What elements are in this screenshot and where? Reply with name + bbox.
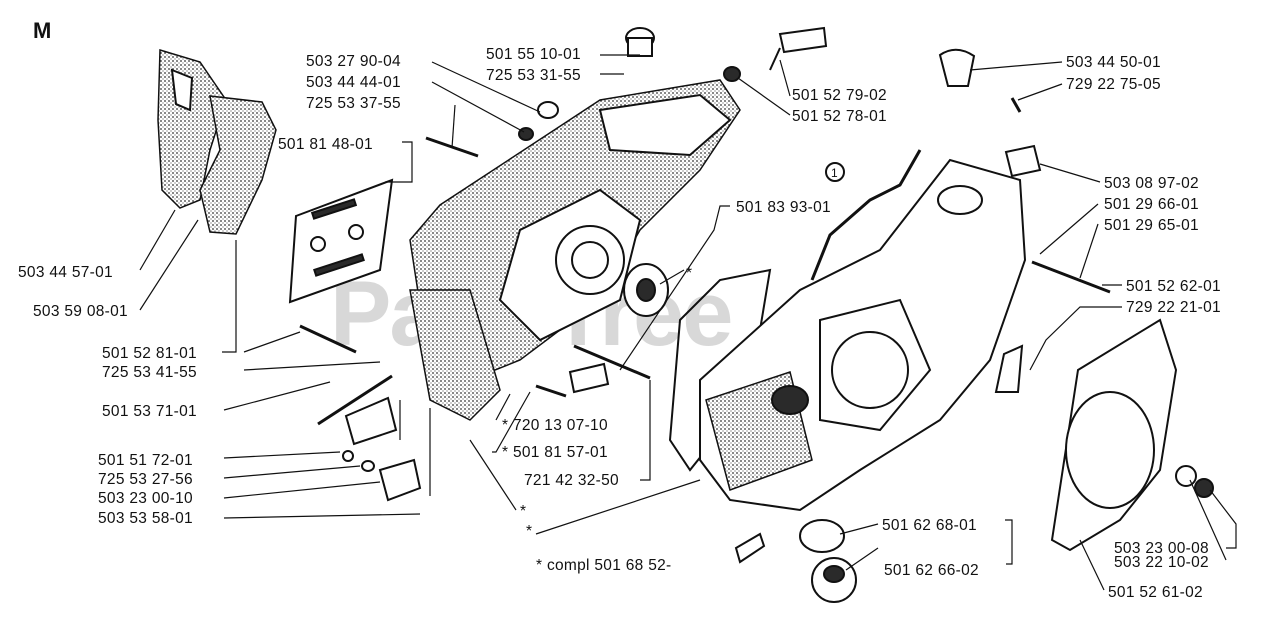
label-503-27-90-04: 503 27 90-04 [306, 53, 401, 70]
label-503-23-00-08: 503 23 00-08 [1114, 540, 1209, 557]
label-501-52-81-01: 501 52 81-01 [102, 345, 197, 362]
leader-lines [139, 54, 1237, 591]
callout-number: 1 [831, 166, 838, 180]
label-501-62-68-01: 501 62 68-01 [882, 517, 977, 534]
starter-cover [1050, 318, 1214, 552]
small-blocks [342, 344, 1024, 502]
lever-part: 1 [810, 149, 922, 281]
crankcase-left [409, 79, 741, 421]
label-501-83-93-01: 501 83 93-01 [736, 199, 831, 216]
label-501-62-66-02: 501 62 66-02 [884, 562, 979, 579]
label-729-22-75-05: 729 22 75-05 [1066, 76, 1161, 93]
label-729-22-21-01: 729 22 21-01 [1126, 299, 1221, 316]
label-501-55-10-01: 501 55 10-01 [486, 46, 581, 63]
asterisk-marker: * [526, 523, 532, 540]
guide-plate [288, 178, 394, 304]
label-501-52-78-01: 501 52 78-01 [792, 108, 887, 125]
label-503-08-97-02: 503 08 97-02 [1104, 175, 1199, 192]
label-503-59-08-01: 503 59 08-01 [33, 303, 128, 320]
top-parts [518, 26, 1042, 178]
label-503-44-57-01: 503 44 57-01 [18, 264, 113, 281]
label-501-52-79-02: 501 52 79-02 [792, 87, 887, 104]
label-503-53-58-01: 503 53 58-01 [98, 510, 193, 527]
label-501-81-48-01: 501 81 48-01 [278, 136, 373, 153]
label-503-22-10-02: 503 22 10-02 [1114, 554, 1209, 571]
label-725-53-31-55: 725 53 31-55 [486, 67, 581, 84]
bearing [623, 263, 669, 317]
part-labels: 503 27 90-04 503 44 44-01 725 53 37-55 5… [18, 46, 1221, 601]
label-compl-501-68-52: * compl 501 68 52- [536, 557, 672, 574]
label-725-53-27-56: 725 53 27-56 [98, 471, 193, 488]
chain-brake-cover [157, 49, 277, 235]
label-725-53-37-55: 725 53 37-55 [306, 95, 401, 112]
label-501-52-62-01: 501 52 62-01 [1126, 278, 1221, 295]
asterisk-marker: * [686, 265, 692, 282]
asterisk-marker: * [520, 503, 526, 520]
label-503-44-44-01: 503 44 44-01 [306, 74, 401, 91]
section-letter: M [33, 18, 51, 43]
label-503-44-50-01: 503 44 50-01 [1066, 54, 1161, 71]
screws [299, 97, 1111, 426]
label-501-29-66-01: 501 29 66-01 [1104, 196, 1199, 213]
label-725-53-41-55: 725 53 41-55 [102, 364, 197, 381]
filler-caps [734, 519, 857, 603]
label-503-23-00-10: 503 23 00-10 [98, 490, 193, 507]
label-720-13-07-10: * 720 13 07-10 [502, 417, 608, 434]
label-501-53-71-01: 501 53 71-01 [102, 403, 197, 420]
label-501-29-65-01: 501 29 65-01 [1104, 217, 1199, 234]
label-721-42-32-50: 721 42 32-50 [524, 472, 619, 489]
label-501-81-57-01: * 501 81 57-01 [502, 444, 608, 461]
crankcase-right [699, 158, 1027, 512]
label-501-51-72-01: 501 51 72-01 [98, 452, 193, 469]
label-501-52-61-02: 501 52 61-02 [1108, 584, 1203, 601]
